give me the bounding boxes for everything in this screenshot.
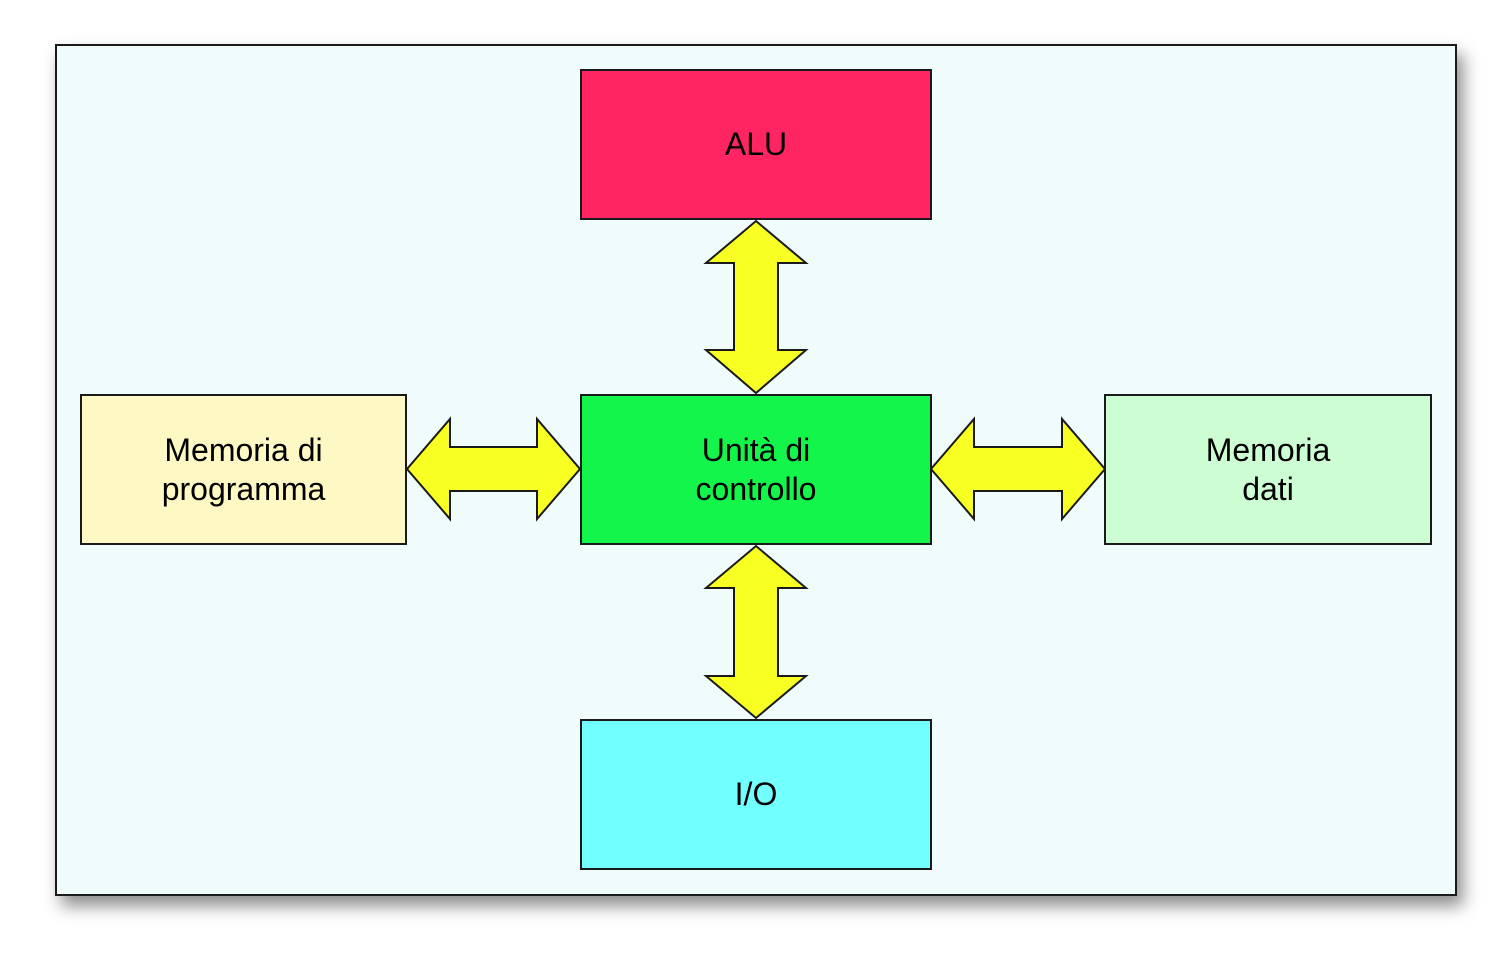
program-memory-block: Memoria di programma bbox=[80, 394, 407, 545]
data-memory-label-line-1: Memoria bbox=[1205, 431, 1331, 468]
program-memory-label-line-1: Memoria di bbox=[164, 431, 323, 468]
data-memory-block: Memoria dati bbox=[1104, 394, 1432, 545]
control-unit-label-line-2: controllo bbox=[695, 470, 817, 507]
alu-label-line-1: ALU bbox=[724, 126, 788, 162]
program-memory-label-line-2: programma bbox=[161, 470, 326, 507]
data-memory-label-line-2: dati bbox=[1242, 470, 1294, 507]
io-block: I/O bbox=[580, 719, 932, 870]
control-unit-label-line-1: Unità di bbox=[701, 431, 811, 468]
control-unit-block: Unità di controllo bbox=[580, 394, 932, 545]
alu-block: ALU bbox=[580, 69, 932, 220]
io-label-line-1: I/O bbox=[734, 776, 778, 812]
